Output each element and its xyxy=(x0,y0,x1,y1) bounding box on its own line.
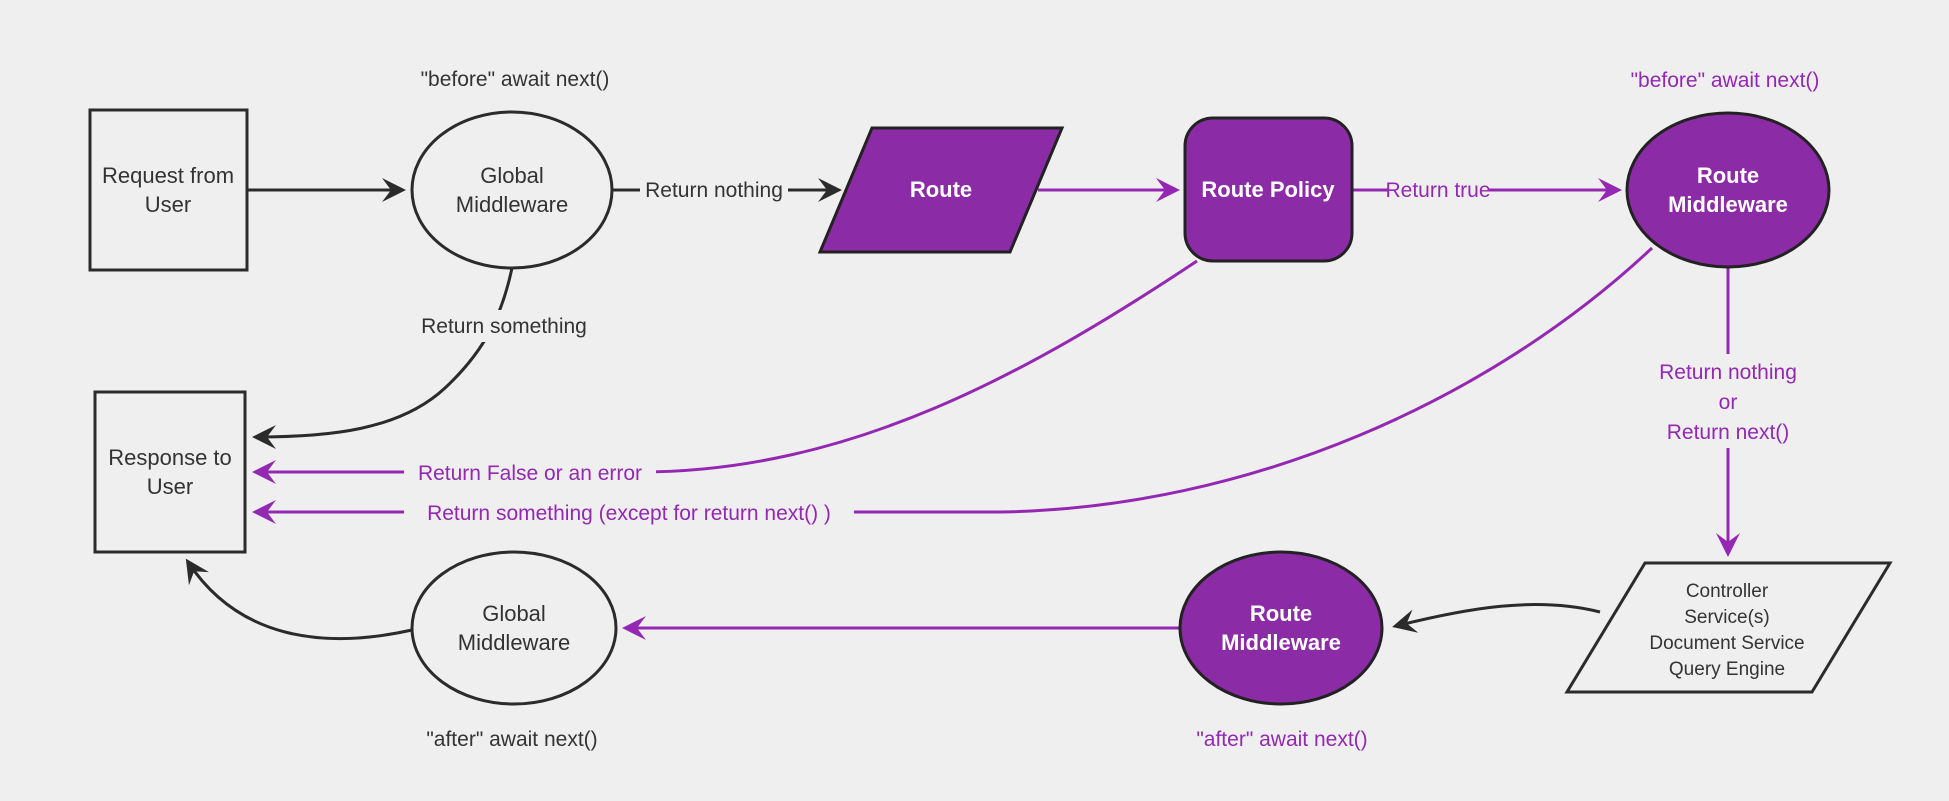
return-something-label: Return something xyxy=(408,310,600,342)
controller-node-shape xyxy=(1564,561,1893,694)
controller-node-text: Document Service xyxy=(1649,633,1804,654)
edge-label-text: Return next() xyxy=(1667,421,1790,444)
edge-label-text: Return nothing xyxy=(645,179,783,202)
before-await-next-label-black: "before" await next() xyxy=(421,68,610,91)
controller-node-text: Query Engine xyxy=(1669,659,1785,680)
route-policy-node: Route Policy xyxy=(1183,116,1354,263)
edge-label-text: or xyxy=(1719,391,1738,414)
request-node-text: User xyxy=(145,192,191,217)
edge-label-text: Return False or an error xyxy=(418,462,642,485)
route-middleware-top-shape xyxy=(1625,111,1831,269)
return-nothing-label: Return nothing xyxy=(640,174,788,206)
after-await-next-label-purple: "after" await next() xyxy=(1196,728,1367,751)
response-node-shape xyxy=(93,390,247,554)
edge-label-text: Return something xyxy=(421,315,587,338)
route-middleware-bottom-text: Route xyxy=(1250,601,1312,626)
label-background xyxy=(1640,354,1816,448)
label-background xyxy=(640,174,788,206)
route-node: Route xyxy=(817,126,1065,254)
after-await-next-label-black: "after" await next() xyxy=(426,728,597,751)
edge-label-text: Return something (except for return next… xyxy=(427,502,831,525)
edge-route-middleware-to-response xyxy=(252,246,1654,524)
edge-label-text: Return true xyxy=(1385,179,1490,202)
edge-global-middleware-to-response xyxy=(252,267,514,449)
return-true-label: Return true xyxy=(1385,174,1491,206)
request-node-shape xyxy=(88,108,249,272)
route-policy-node-shape xyxy=(1183,116,1354,263)
global-middleware-top-text: Global xyxy=(480,163,544,188)
response-node-text: Response to xyxy=(108,445,232,470)
label-background xyxy=(404,457,656,488)
edge-controller-to-route-middleware-bottom xyxy=(1392,603,1601,633)
return-false-or-error-label: Return False or an error xyxy=(404,457,656,488)
label-background xyxy=(1388,174,1488,206)
return-nothing-or-return-next-label: Return nothing or Return next() xyxy=(1640,354,1816,448)
global-middleware-top-shape xyxy=(410,110,614,270)
route-middleware-bottom-node: Route Middleware xyxy=(1178,550,1384,706)
edge-label-text: Return nothing xyxy=(1659,361,1797,384)
edge-route-policy-to-response xyxy=(252,259,1198,484)
label-background xyxy=(408,310,600,342)
return-something-except-label: Return something (except for return next… xyxy=(404,497,854,528)
response-node-text: User xyxy=(147,474,193,499)
request-node-text: Request from xyxy=(102,163,234,188)
route-node-text: Route xyxy=(910,177,972,202)
route-policy-node-text: Route Policy xyxy=(1201,177,1335,202)
route-middleware-top-node: Route Middleware xyxy=(1625,111,1831,269)
global-middleware-top-text: Middleware xyxy=(456,192,569,217)
global-middleware-bottom-text: Middleware xyxy=(458,630,571,655)
global-middleware-bottom-shape xyxy=(410,550,618,706)
global-middleware-bottom-node: Global Middleware xyxy=(410,550,618,706)
controller-node-text: Controller xyxy=(1686,581,1769,602)
route-middleware-bottom-shape xyxy=(1178,550,1384,706)
controller-node: Controller Service(s) Document Service Q… xyxy=(1564,561,1893,694)
controller-node-text: Service(s) xyxy=(1684,607,1770,628)
response-node: Response to User xyxy=(93,390,247,554)
route-middleware-top-text: Route xyxy=(1697,163,1759,188)
global-middleware-top-node: Global Middleware xyxy=(410,110,614,270)
before-await-next-label-purple: "before" await next() xyxy=(1631,69,1820,92)
request-node: Request from User xyxy=(88,108,249,272)
route-node-shape xyxy=(817,126,1065,254)
route-middleware-bottom-text: Middleware xyxy=(1221,630,1341,655)
label-background xyxy=(404,497,854,528)
global-middleware-bottom-text: Global xyxy=(482,601,546,626)
route-middleware-top-text: Middleware xyxy=(1668,192,1788,217)
edge-global-middleware-bottom-to-response xyxy=(185,558,413,641)
